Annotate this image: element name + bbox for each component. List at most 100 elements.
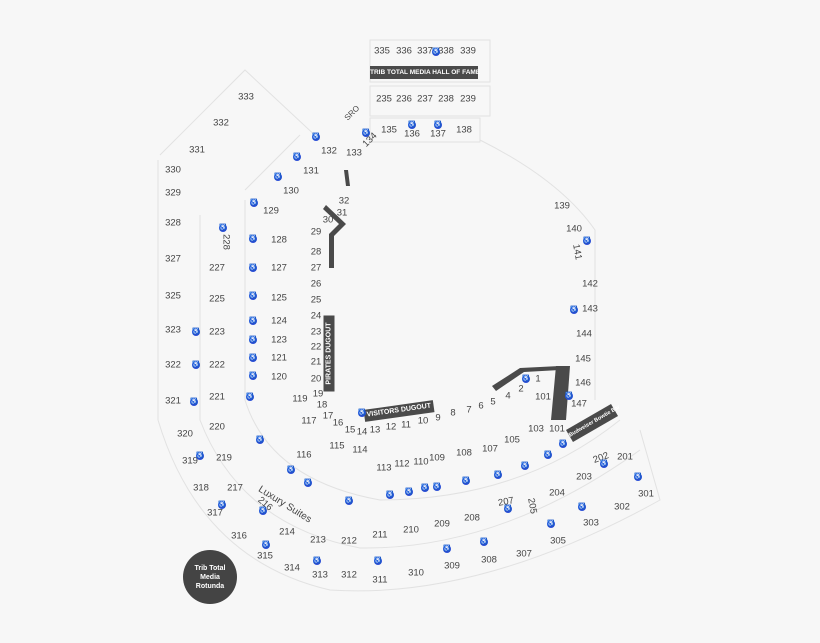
section-307[interactable]: 307 — [516, 548, 532, 560]
section-236[interactable]: 236 — [396, 93, 412, 105]
section-4[interactable]: 4 — [505, 390, 511, 402]
section-219[interactable]: 219 — [216, 452, 232, 464]
section-8[interactable]: 8 — [450, 407, 456, 419]
section-312[interactable]: 312 — [341, 569, 357, 581]
section-317[interactable]: 317 — [207, 507, 223, 519]
section-14[interactable]: 14 — [356, 426, 368, 438]
section-214[interactable]: 214 — [279, 526, 295, 538]
section-101[interactable]: 101 — [549, 423, 565, 435]
section-338[interactable]: 338 — [438, 45, 454, 57]
section-337[interactable]: 337 — [417, 45, 433, 57]
section-146[interactable]: 146 — [575, 377, 591, 389]
section-318[interactable]: 318 — [193, 482, 209, 494]
section-24[interactable]: 24 — [310, 310, 322, 322]
section-222[interactable]: 222 — [209, 359, 225, 371]
section-201[interactable]: 201 — [617, 451, 633, 463]
section-11[interactable]: 11 — [401, 419, 411, 431]
section-322[interactable]: 322 — [165, 359, 181, 371]
section-28[interactable]: 28 — [310, 246, 322, 258]
section-314[interactable]: 314 — [284, 562, 300, 574]
section-18[interactable]: 18 — [316, 399, 328, 411]
section-131[interactable]: 131 — [303, 165, 319, 177]
section-329[interactable]: 329 — [165, 187, 181, 199]
section-328[interactable]: 328 — [165, 217, 181, 229]
section-5[interactable]: 5 — [490, 396, 496, 408]
section-331[interactable]: 331 — [189, 144, 205, 156]
section-107[interactable]: 107 — [482, 443, 498, 455]
section-203[interactable]: 203 — [576, 471, 592, 483]
section-19[interactable]: 19 — [312, 388, 324, 400]
section-29[interactable]: 29 — [310, 226, 322, 238]
section-237[interactable]: 237 — [417, 93, 433, 105]
section-140[interactable]: 140 — [566, 223, 582, 235]
section-139[interactable]: 139 — [554, 200, 570, 212]
section-147[interactable]: 147 — [571, 398, 587, 410]
section-323[interactable]: 323 — [165, 324, 181, 336]
section-30[interactable]: 30 — [322, 214, 334, 226]
section-113[interactable]: 113 — [376, 462, 392, 474]
section-223[interactable]: 223 — [209, 326, 225, 338]
section-17[interactable]: 17 — [322, 410, 334, 422]
section-120[interactable]: 120 — [271, 371, 287, 383]
section-15[interactable]: 15 — [344, 424, 356, 436]
section-109[interactable]: 109 — [429, 452, 445, 464]
section-125[interactable]: 125 — [271, 292, 287, 304]
section-305[interactable]: 305 — [550, 535, 566, 547]
section-103[interactable]: 103 — [528, 423, 544, 435]
section-144[interactable]: 144 — [576, 328, 592, 340]
section-115[interactable]: 115 — [329, 440, 345, 452]
section-221[interactable]: 221 — [209, 391, 225, 403]
section-302[interactable]: 302 — [614, 501, 630, 513]
section-239[interactable]: 239 — [460, 93, 476, 105]
section-321[interactable]: 321 — [165, 395, 181, 407]
section-142[interactable]: 142 — [582, 278, 598, 290]
section-213[interactable]: 213 — [310, 534, 326, 546]
section-209[interactable]: 209 — [434, 518, 450, 530]
section-21[interactable]: 21 — [310, 356, 322, 368]
section-26[interactable]: 26 — [310, 278, 322, 290]
section-136[interactable]: 136 — [404, 128, 420, 140]
section-132[interactable]: 132 — [321, 145, 337, 157]
section-336[interactable]: 336 — [396, 45, 412, 57]
section-108[interactable]: 108 — [456, 447, 472, 459]
section-330[interactable]: 330 — [165, 164, 181, 176]
section-325[interactable]: 325 — [165, 290, 181, 302]
section-6[interactable]: 6 — [478, 400, 484, 412]
section-101[interactable]: 101 — [535, 391, 551, 403]
section-217[interactable]: 217 — [227, 482, 243, 494]
section-208[interactable]: 208 — [464, 512, 480, 524]
section-127[interactable]: 127 — [271, 262, 287, 274]
section-145[interactable]: 145 — [575, 353, 591, 365]
section-25[interactable]: 25 — [310, 294, 322, 306]
section-227[interactable]: 227 — [209, 262, 225, 274]
section-339[interactable]: 339 — [460, 45, 476, 57]
section-138[interactable]: 138 — [456, 124, 472, 136]
section-119[interactable]: 119 — [292, 393, 308, 405]
section-220[interactable]: 220 — [209, 421, 225, 433]
section-32[interactable]: 32 — [338, 195, 350, 207]
section-143[interactable]: 143 — [582, 303, 598, 315]
section-135[interactable]: 135 — [381, 124, 397, 136]
section-308[interactable]: 308 — [481, 554, 497, 566]
section-129[interactable]: 129 — [263, 205, 279, 217]
section-12[interactable]: 12 — [385, 421, 397, 433]
section-22[interactable]: 22 — [310, 341, 322, 353]
section-110[interactable]: 110 — [413, 456, 429, 468]
section-128[interactable]: 128 — [271, 234, 287, 246]
section-130[interactable]: 130 — [283, 185, 299, 197]
section-303[interactable]: 303 — [583, 517, 599, 529]
section-112[interactable]: 112 — [394, 458, 410, 470]
section-309[interactable]: 309 — [444, 560, 460, 572]
section-327[interactable]: 327 — [165, 253, 181, 265]
section-1[interactable]: 1 — [535, 373, 541, 385]
section-210[interactable]: 210 — [403, 524, 419, 536]
section-7[interactable]: 7 — [466, 404, 472, 416]
section-23[interactable]: 23 — [310, 326, 322, 338]
section-114[interactable]: 114 — [352, 444, 368, 456]
section-319[interactable]: 319 — [182, 455, 198, 467]
section-121[interactable]: 121 — [271, 352, 287, 364]
section-9[interactable]: 9 — [435, 412, 441, 424]
section-238[interactable]: 238 — [438, 93, 454, 105]
section-124[interactable]: 124 — [271, 315, 287, 327]
section-313[interactable]: 313 — [312, 569, 328, 581]
